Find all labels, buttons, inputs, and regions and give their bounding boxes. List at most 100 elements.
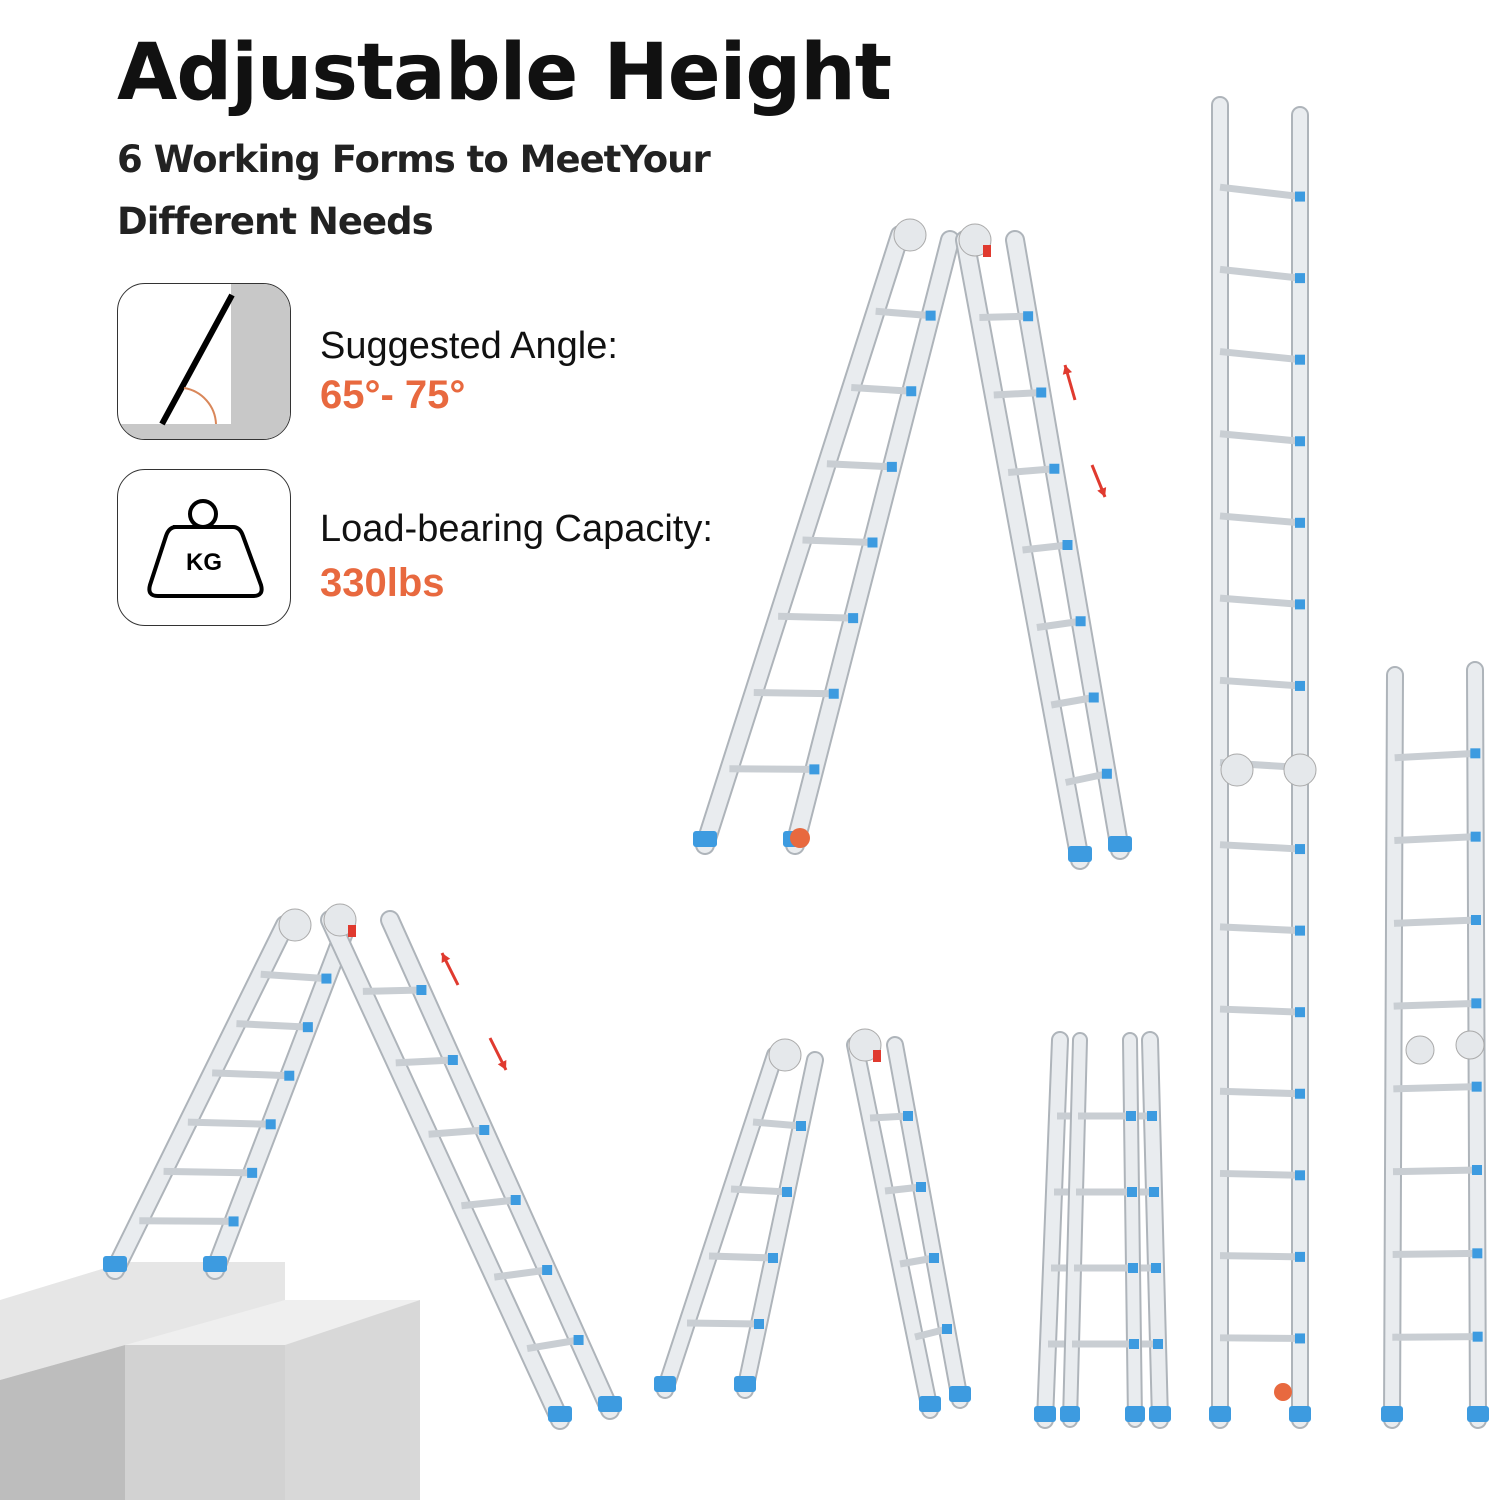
ladder-rail (107, 917, 293, 1278)
rung-clip (906, 386, 917, 397)
rung-clip (284, 1070, 295, 1081)
ladder-rung (493, 1266, 548, 1281)
wheel (790, 828, 810, 848)
arrowhead (497, 1060, 507, 1070)
ladder-rung (1393, 916, 1477, 927)
ladder-foot-cap (693, 831, 717, 847)
ladder-foot-cap (1467, 1406, 1489, 1422)
ladder-rung (1394, 833, 1476, 845)
ladder-rung (884, 1183, 922, 1195)
rung-clip (321, 973, 332, 984)
ladder-rail (1038, 1033, 1067, 1427)
rung-clip (942, 1324, 952, 1334)
ladder-rung (1219, 676, 1301, 690)
ladder-rung (778, 612, 854, 622)
ladder-rail (1385, 668, 1402, 1427)
ladder-rung (1392, 1249, 1478, 1258)
ladder-rung (1392, 1166, 1478, 1176)
ladder-foot-cap (1108, 836, 1132, 852)
rung-clip (1127, 1187, 1137, 1197)
hinge (1220, 753, 1254, 787)
ladder-foot-cap (1289, 1406, 1311, 1422)
rung-clip (510, 1195, 521, 1205)
rung-clip (809, 764, 820, 775)
ladder-rung (362, 986, 422, 995)
ladder-rung (1392, 1333, 1478, 1341)
ladder-rung (729, 765, 815, 773)
ladder-rung (993, 389, 1042, 399)
rung-clip (228, 1216, 239, 1227)
arrowhead (1097, 487, 1107, 497)
ladder-rung (1219, 430, 1301, 445)
wheel (1274, 1383, 1292, 1401)
ladder-rung (1050, 694, 1095, 709)
ladder-rung (236, 1020, 309, 1031)
ladder-foot-cap (654, 1376, 676, 1392)
ladder-rung (1219, 1005, 1301, 1016)
ladder-rung (1007, 465, 1055, 476)
rung-clip (1470, 831, 1481, 842)
ladder-rail (322, 912, 568, 1428)
ladder-rail (1064, 1034, 1086, 1426)
rung-clip (782, 1187, 792, 1197)
rung-clip (302, 1022, 313, 1033)
ladder-foot-cap (1060, 1406, 1080, 1422)
rung-clip (867, 537, 878, 548)
kg-weight-icon: KG (117, 469, 291, 626)
ladder-rung (1219, 594, 1301, 608)
hinge (1283, 753, 1317, 787)
stair-top (0, 1262, 285, 1380)
hinge (768, 1038, 802, 1072)
ladder-foot-cap (103, 1256, 127, 1272)
ladder-rung (1219, 348, 1301, 364)
ladder-foot-cap (734, 1376, 756, 1392)
ladder-rail (848, 1038, 937, 1417)
rung-clip (1295, 1088, 1305, 1099)
ladder-rung (1219, 1252, 1301, 1261)
hinge (1455, 1030, 1485, 1060)
rung-clip (1049, 463, 1060, 474)
angle-value: 65°- 75° (320, 373, 466, 417)
ladder-foot-cap (203, 1256, 227, 1272)
rung-clip (925, 310, 936, 321)
hinge (278, 908, 312, 942)
rung-clip (1295, 599, 1305, 610)
rung-clip (1295, 680, 1305, 691)
ladder-foot-cap (1068, 846, 1092, 862)
rung-clip (1295, 844, 1305, 855)
ladder-rung (260, 970, 327, 983)
rung-clip (1295, 273, 1305, 284)
ladder-rung (1219, 1087, 1301, 1098)
ladder-foot-cap (1209, 1406, 1231, 1422)
rung-clip (1471, 998, 1482, 1009)
ladder-rung (1219, 183, 1301, 201)
rung-clip (1471, 1081, 1482, 1092)
rung-clip (1295, 191, 1305, 202)
ladder-foot-cap (1381, 1406, 1403, 1422)
ladder-rung (1219, 1169, 1301, 1179)
rung-clip (1151, 1263, 1161, 1273)
ladder-rung (752, 1118, 802, 1130)
ladder-rung (1036, 617, 1082, 631)
subtitle-line-1: 6 Working Forms to MeetYour (117, 138, 711, 181)
rung-clip (1153, 1339, 1163, 1349)
rung-clip (848, 613, 859, 624)
rung-clip (1036, 387, 1047, 398)
arrowhead (441, 953, 451, 963)
rung-clip (1470, 748, 1481, 759)
rung-clip (1101, 768, 1112, 779)
ladder-rung (899, 1254, 935, 1268)
stair-lower (285, 1300, 420, 1500)
rung-clip (768, 1253, 778, 1263)
rung-clip (1295, 436, 1305, 447)
rung-clip (754, 1319, 764, 1329)
rung-clip (929, 1253, 939, 1263)
rung-clip (1295, 1007, 1305, 1018)
ladder-rung (875, 307, 931, 320)
rung-clip (1126, 1111, 1136, 1121)
rung-clip (1295, 1170, 1305, 1181)
ladder-rung (708, 1252, 774, 1262)
ladder-rung (1393, 999, 1477, 1010)
ladder-rung (1022, 541, 1068, 554)
arrowhead (1062, 365, 1073, 375)
